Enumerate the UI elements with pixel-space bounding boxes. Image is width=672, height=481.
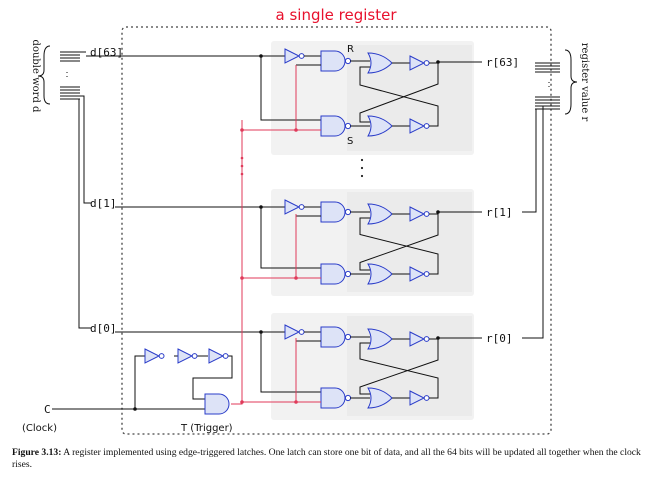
trigger-label: T (Trigger) xyxy=(180,423,233,434)
ellipsis-dots xyxy=(360,158,364,178)
trigger-and-gate xyxy=(204,393,230,415)
bit-0-output-junction xyxy=(436,336,440,340)
output-word-bus xyxy=(522,49,578,339)
latch-r-label: R xyxy=(347,44,354,55)
right-side-label: register value r xyxy=(579,43,590,122)
output-label-63: r[63] xyxy=(486,56,519,69)
diagram-title: a single register xyxy=(275,6,397,24)
register-boundary xyxy=(121,26,552,435)
input-label-63: d[63] xyxy=(90,46,123,59)
latch-circuits xyxy=(86,48,482,409)
caption-label: Figure 3.13: xyxy=(12,447,62,458)
bit-1-cross-b xyxy=(359,217,439,275)
figure-caption: Figure 3.13: A register implemented usin… xyxy=(12,447,657,471)
clock-junction xyxy=(133,407,137,411)
input-label-1: d[1] xyxy=(90,197,117,210)
clock-label: C xyxy=(44,403,51,416)
delay-inverter-2 xyxy=(177,348,198,364)
bit-0-cross-a xyxy=(359,338,439,395)
bit-63-data-junction xyxy=(259,54,263,58)
bit-1-data-junction xyxy=(259,205,263,209)
trigger-wires xyxy=(231,65,321,405)
latch-s-label: S xyxy=(347,136,353,147)
bit-63-cross-b xyxy=(359,66,439,127)
bit-0-data-junction xyxy=(259,330,263,334)
delay-inverter-3 xyxy=(208,348,229,364)
bit-0-branch-wire xyxy=(260,332,321,393)
bit-1-branch-wire xyxy=(260,207,321,269)
bit-1-cross-a xyxy=(359,213,439,271)
bit-0-cross-b xyxy=(359,342,439,399)
bit-1-output-junction xyxy=(436,210,440,214)
clock-note: (Clock) xyxy=(22,423,57,434)
delay-inverter-1 xyxy=(144,348,165,364)
input-label-0: d[0] xyxy=(90,322,117,335)
edge-detector xyxy=(52,355,233,410)
trigger-junctions xyxy=(240,128,298,404)
left-side-label: double word d xyxy=(30,40,41,113)
caption-text: A register implemented using edge-trigge… xyxy=(12,447,641,470)
bit-63-branch-wire xyxy=(260,56,321,121)
input-word-bus xyxy=(37,45,91,329)
output-label-0: r[0] xyxy=(486,332,513,345)
bit-63-cross-a xyxy=(359,62,439,123)
bit-63-output-junction xyxy=(436,60,440,64)
output-label-1: r[1] xyxy=(486,206,513,219)
